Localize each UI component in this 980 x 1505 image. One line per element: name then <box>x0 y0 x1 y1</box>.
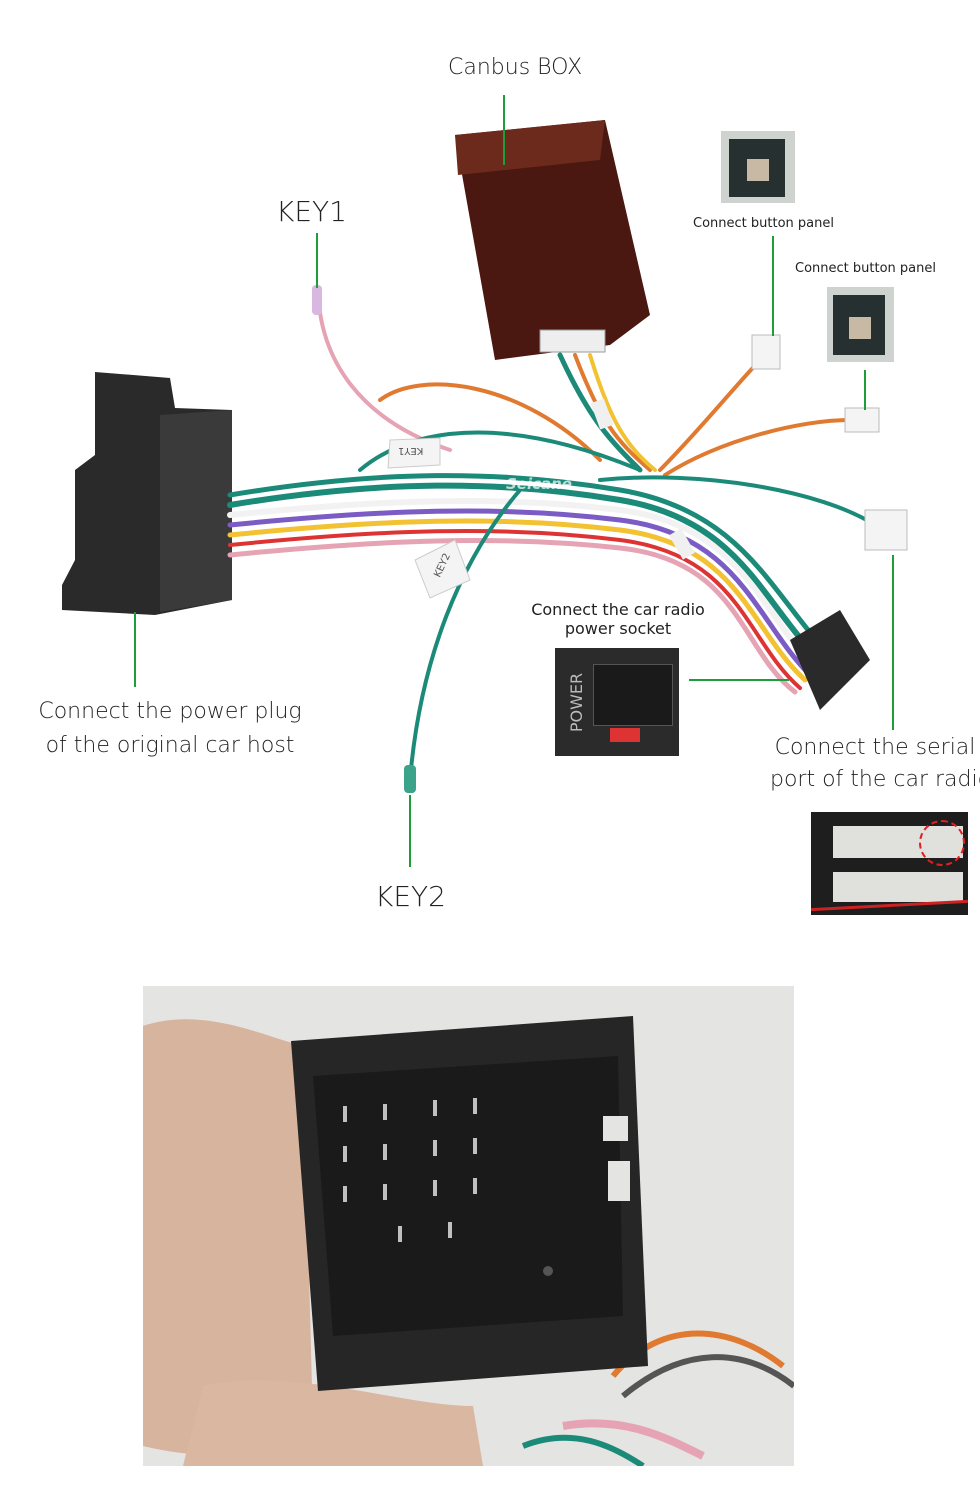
callout-line-power-plug <box>134 612 136 687</box>
label-button-panel-1: Connect button panel <box>693 216 834 231</box>
watermark: Seicane <box>506 475 572 493</box>
callout-line-radio-power <box>689 679 789 681</box>
tape-band <box>668 528 696 560</box>
connector-closeup-photo <box>143 986 794 1466</box>
wiring-diagram: KEY2 KEY1 Seicane Canbus BOX KEY1 Connec… <box>20 55 980 915</box>
key1-tip <box>312 285 322 315</box>
socket-red-fuse <box>610 728 640 742</box>
callout-line-button-panel-1 <box>772 236 774 336</box>
callout-line-key2 <box>409 795 411 867</box>
label-button-panel-2: Connect button panel <box>795 261 936 276</box>
tape-band <box>590 398 614 430</box>
callout-line-serial-port <box>892 555 894 730</box>
key1-flag <box>387 437 441 469</box>
serial-block-bottom <box>833 872 963 902</box>
callout-line-canbus <box>503 95 505 165</box>
label-radio-power-line2: power socket <box>564 619 672 638</box>
serial-highlight-circle <box>919 820 965 866</box>
label-serial-port: Connect the serial port of the car radio <box>770 732 980 796</box>
inset-button-panel-2 <box>827 287 894 362</box>
label-power-plug: Connect the power plug of the original c… <box>20 695 320 763</box>
key1-tag-text: KEY1 <box>398 445 424 456</box>
button-panel-connector-1 <box>751 334 781 370</box>
socket-pin-block <box>593 664 673 726</box>
button-panel-connector-2 <box>844 407 880 433</box>
inset-pins <box>747 159 769 181</box>
label-canbus-box: Canbus BOX <box>448 55 583 80</box>
label-radio-power: Connect the car radio power socket <box>518 600 718 638</box>
inset-radio-power-socket: POWER <box>555 648 679 756</box>
callout-line-button-panel-2 <box>864 370 866 410</box>
radio-power-connector <box>790 610 870 710</box>
key2-tip <box>404 765 416 793</box>
label-power-plug-line2: of the original car host <box>45 733 295 758</box>
power-socket-label: POWER <box>567 672 587 733</box>
label-serial-port-line1: Connect the serial <box>774 735 976 760</box>
label-serial-port-line2: port of the car radio <box>770 767 980 792</box>
inset-serial-port <box>811 812 968 915</box>
label-radio-power-line1: Connect the car radio <box>531 600 705 619</box>
harness-illustration <box>62 120 908 793</box>
serial-port-connector <box>864 509 908 551</box>
label-power-plug-line1: Connect the power plug <box>38 699 302 724</box>
callout-line-key1 <box>316 233 318 288</box>
connector-closeup-illustration <box>143 1016 794 1466</box>
inset-pins <box>849 317 871 339</box>
power-plug-connector <box>62 372 232 615</box>
label-key2: KEY2 <box>375 880 446 913</box>
label-key1: KEY1 <box>276 195 347 228</box>
canbus-box <box>455 120 650 360</box>
key2-flag <box>414 539 471 599</box>
inset-button-panel-1 <box>721 131 795 203</box>
